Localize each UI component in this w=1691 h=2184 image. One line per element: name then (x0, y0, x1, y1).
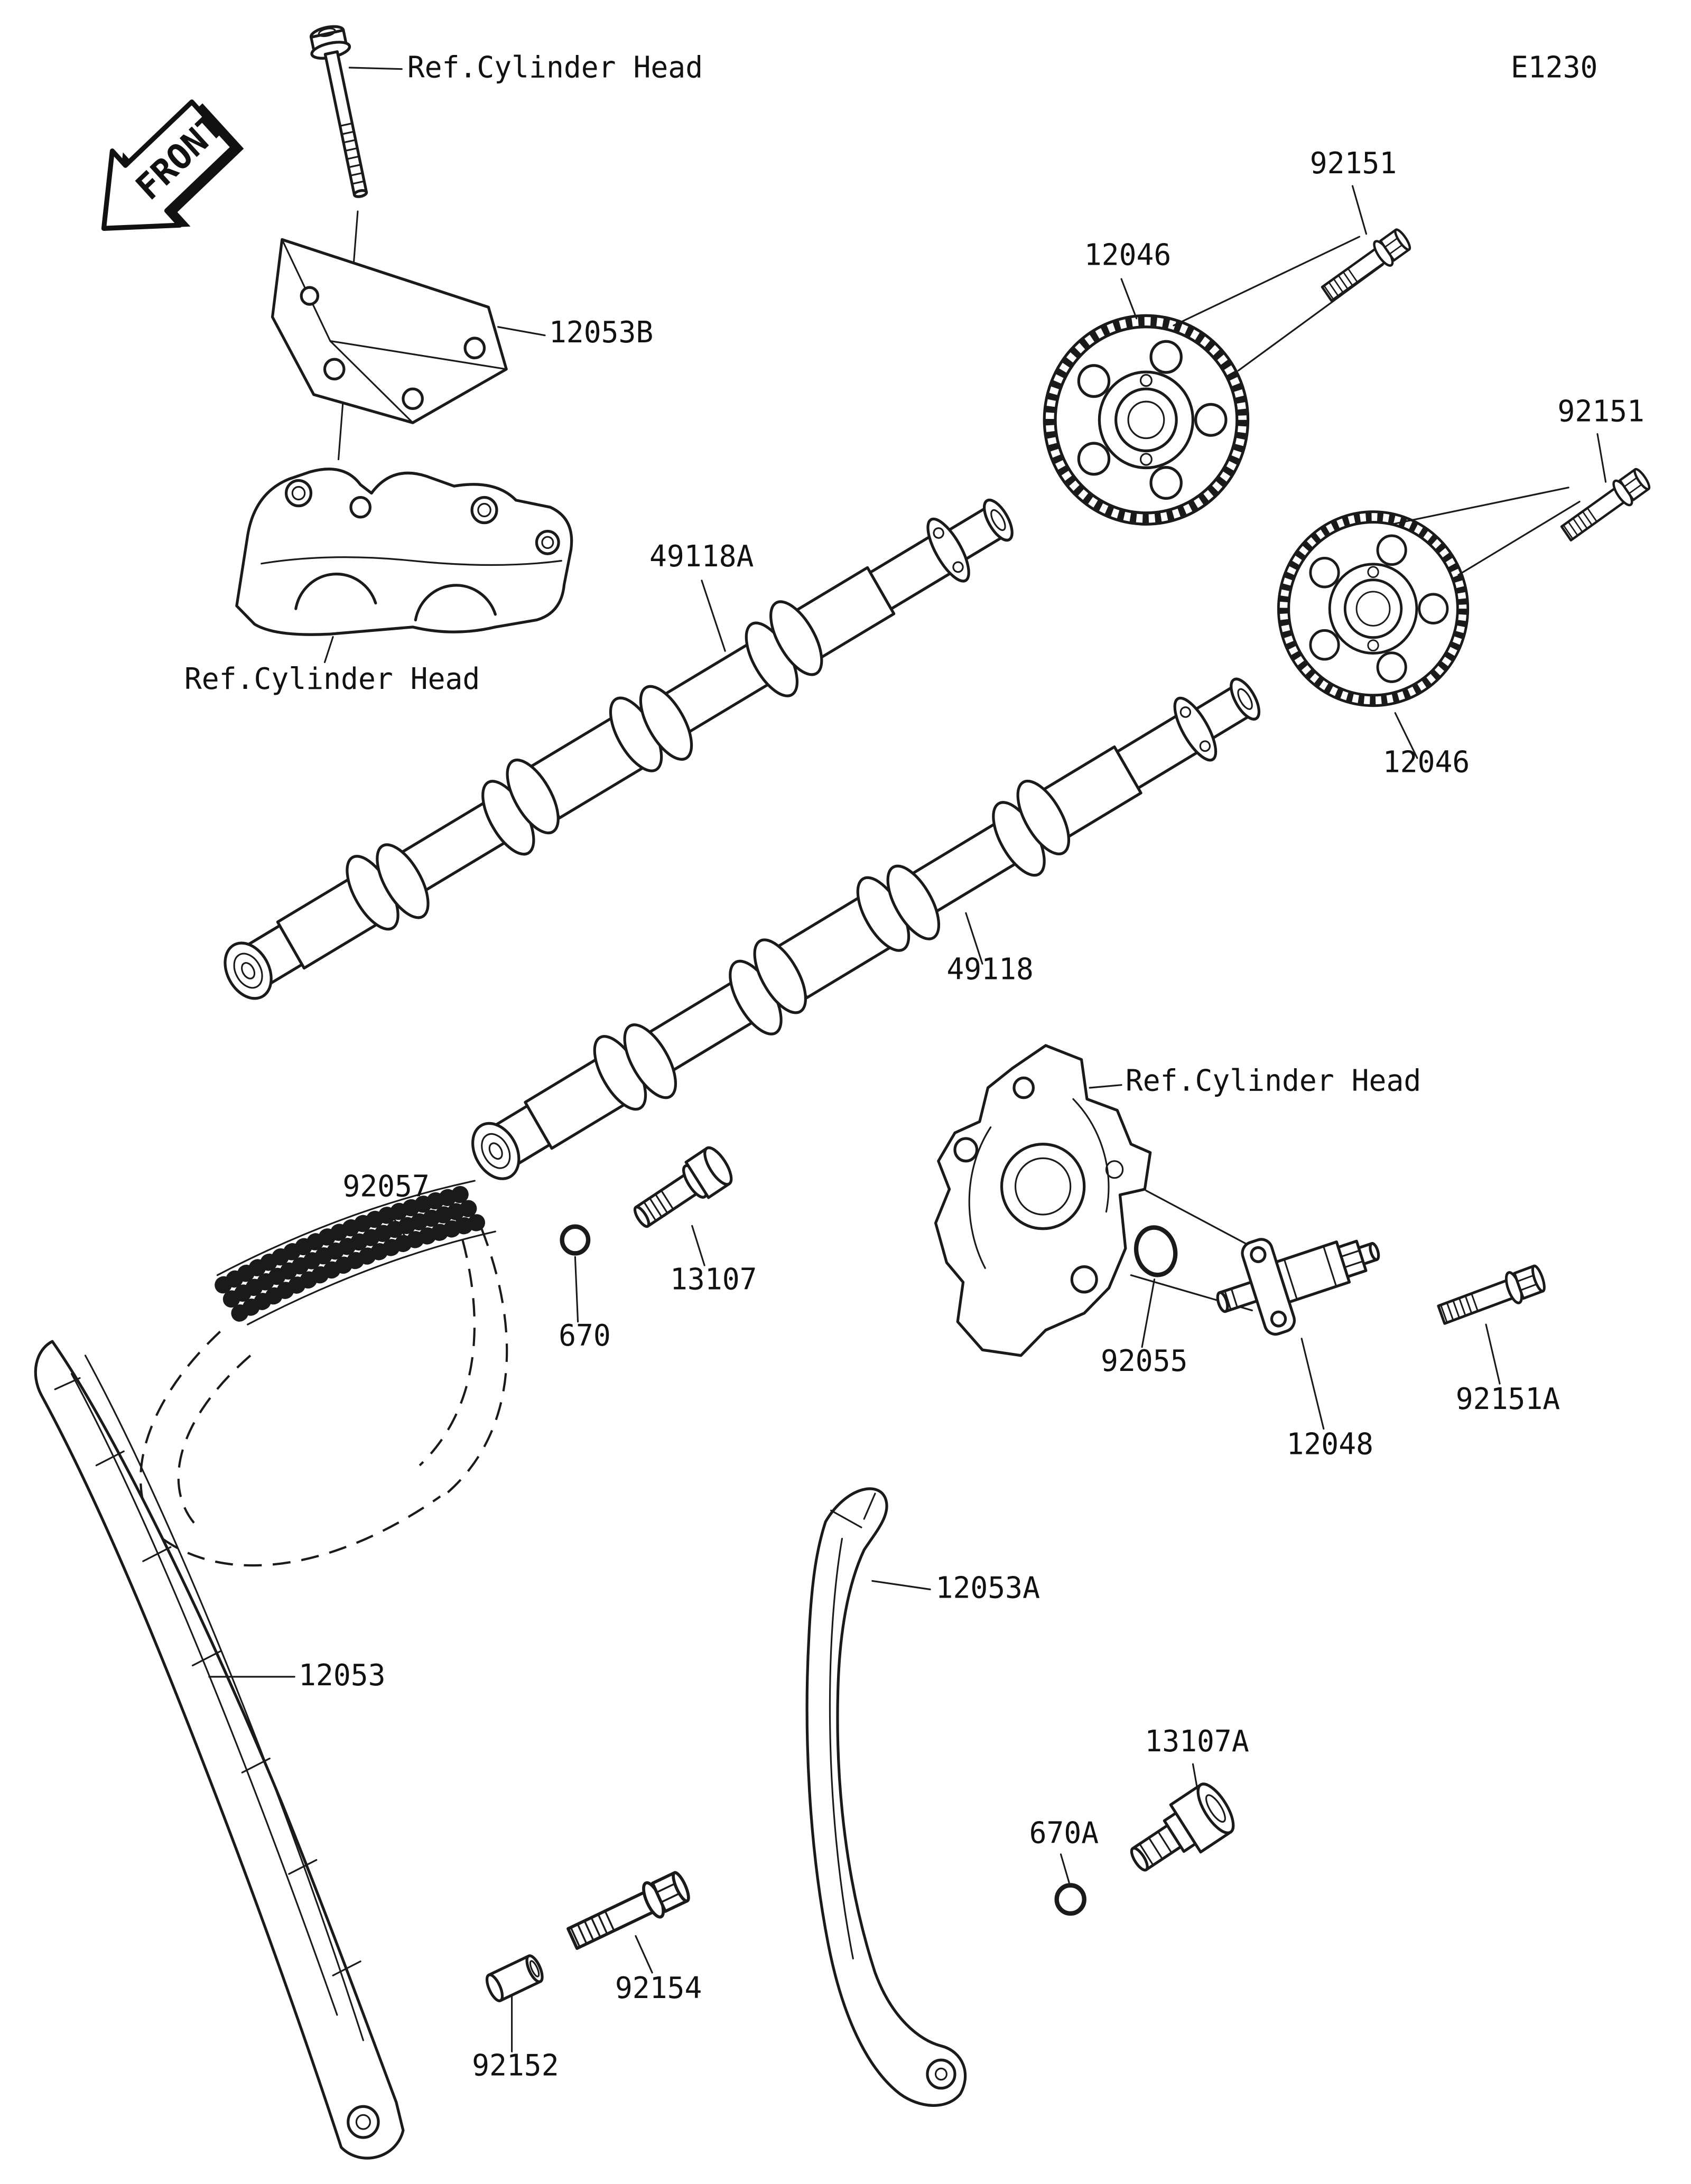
leader-13107 (691, 1225, 705, 1266)
leader-92057 (387, 1208, 408, 1241)
bracket-12053b (271, 238, 508, 424)
label-ref-cylinder-head-right: Ref.Cylinder Head (1126, 1064, 1421, 1098)
tensioner-bolt-13107 (633, 1146, 733, 1228)
leader-92151-upper (1351, 185, 1368, 235)
leader-ref-cyl-head-top (348, 67, 403, 70)
label-12053b: 12053B (549, 316, 653, 350)
leader-49118 (965, 912, 983, 965)
page-code: E1230 (1511, 51, 1598, 85)
label-92055: 92055 (1101, 1344, 1188, 1378)
leader-ref-cyl-head-right (1089, 1084, 1122, 1089)
label-12046-upper: 12046 (1084, 238, 1172, 273)
camshaft-holder (235, 468, 573, 636)
leader-12053a (871, 1580, 931, 1591)
label-92154: 92154 (615, 1971, 702, 2005)
leader-670 (574, 1256, 579, 1323)
collar-92152 (485, 1954, 544, 2002)
label-12048: 12048 (1286, 1427, 1373, 1462)
leader-12053b (497, 326, 546, 337)
leader-12048 (1300, 1338, 1325, 1430)
label-12046-lower: 12046 (1383, 745, 1470, 780)
leader-92151-lower (1596, 433, 1607, 483)
tensioner-bolt-92151a (1436, 1262, 1548, 1330)
label-ref-cylinder-head-left: Ref.Cylinder Head (184, 662, 480, 697)
o-ring-670a (1054, 1883, 1086, 1916)
leader-92151a (1485, 1323, 1501, 1385)
cylinder-head-bolt (309, 25, 368, 198)
cylinder-head-right (934, 1044, 1152, 1357)
cap-bolt-13107a (1130, 1782, 1235, 1872)
leader-13107a (1192, 1763, 1200, 1796)
label-670: 670 (559, 1319, 611, 1353)
cam-sprocket-12046-lower (1278, 512, 1467, 706)
label-13107: 13107 (670, 1263, 757, 1297)
front-arrow-icon: FRONT (101, 99, 244, 231)
leader-92154 (635, 1935, 653, 1974)
cam-sprocket-12046-upper (1044, 315, 1248, 524)
assembly-lines-sprocket-lower (1391, 487, 1581, 576)
sprocket-bolt-92151-upper (1319, 226, 1414, 305)
chain-tensioner-12048 (1216, 1238, 1380, 1336)
leader-92055 (1141, 1278, 1156, 1348)
leader-12046-upper (1120, 278, 1138, 320)
label-92152: 92152 (472, 2049, 559, 2083)
chain-guide-12053a (805, 1487, 967, 2107)
chain-guide-12053 (34, 1340, 405, 2160)
label-ref-cylinder-head-top: Ref.Cylinder Head (407, 51, 703, 85)
label-92151-lower: 92151 (1557, 395, 1644, 429)
label-670a: 670A (1029, 1816, 1099, 1851)
label-12053: 12053 (299, 1658, 386, 1693)
o-ring-670 (560, 1224, 591, 1256)
label-49118a: 49118A (649, 540, 754, 574)
o-ring-92055 (1133, 1225, 1178, 1277)
label-12053a: 12053A (936, 1571, 1040, 1606)
leader-ref-cyl-head-left (323, 636, 334, 664)
label-92057: 92057 (342, 1170, 430, 1204)
leader-49118a (701, 580, 726, 652)
label-92151-upper: 92151 (1310, 146, 1397, 181)
label-49118: 49118 (946, 953, 1034, 987)
label-92151a: 92151A (1456, 1382, 1560, 1416)
leader-670a (1060, 1853, 1070, 1883)
guide-bolt-92154 (565, 1868, 693, 1955)
leader-12046-lower (1394, 712, 1418, 759)
label-13107a: 13107A (1145, 1725, 1249, 1759)
cam-chain-92057 (140, 1180, 508, 1567)
